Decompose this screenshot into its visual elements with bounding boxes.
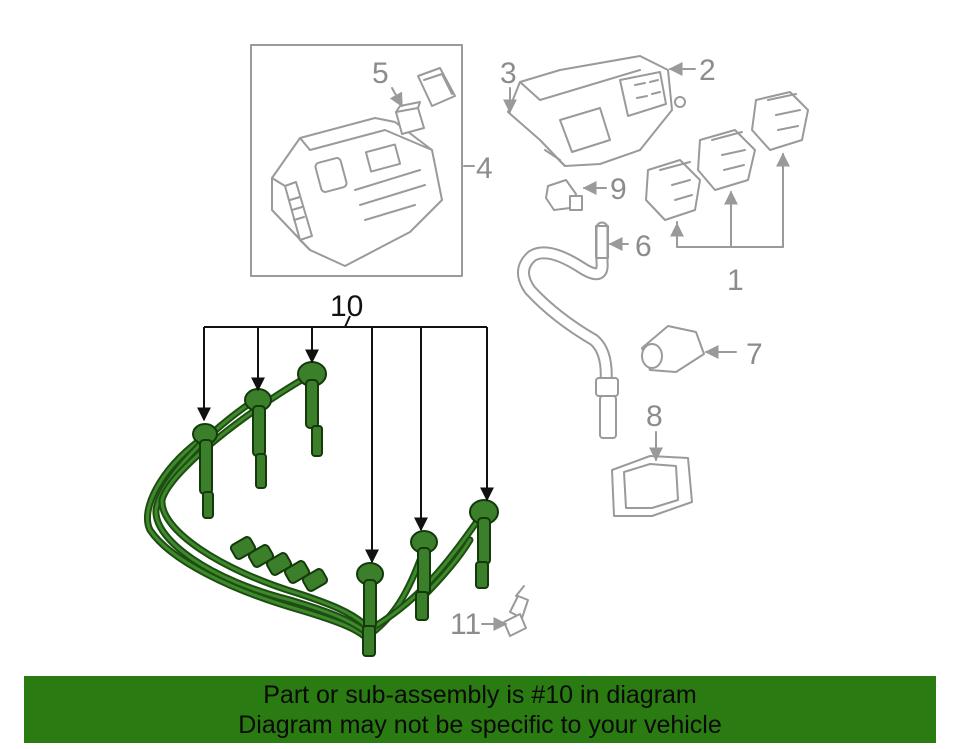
part-5-cover (417, 67, 456, 107)
callout-10: 10 (330, 290, 363, 323)
part-11-spark-plug (503, 585, 529, 637)
ignition-coil-1 (645, 159, 701, 221)
callout-4: 4 (476, 152, 493, 185)
spark-plug-wire-set (143, 361, 499, 657)
ignition-module (507, 55, 686, 167)
callout-1: 1 (727, 264, 744, 297)
plug-boot-6 (469, 499, 499, 589)
plug-boot-1 (192, 423, 218, 519)
callout-8: 8 (646, 400, 663, 433)
callout-9: 9 (610, 173, 627, 206)
part-5-connector (395, 101, 425, 135)
plug-boot-5 (410, 530, 438, 621)
notice-line-1: Part or sub-assembly is #10 in diagram (263, 680, 697, 709)
callout-5: 5 (372, 57, 389, 90)
callout-2: 2 (699, 54, 716, 87)
plug-boot-4 (356, 562, 384, 657)
ignition-coil-2 (697, 129, 756, 191)
control-module (271, 117, 443, 267)
plug-boot-3 (297, 361, 327, 457)
callout-10-leaders (197, 315, 494, 564)
coil-connector-group (229, 536, 329, 592)
part-6-sensor-harness (517, 221, 619, 439)
notice-banner: Part or sub-assembly is #10 in diagram D… (24, 676, 936, 743)
plug-boot-2 (244, 388, 272, 489)
control-module-group (250, 44, 475, 277)
part-9-sensor (545, 179, 583, 211)
callout-7: 7 (746, 338, 763, 371)
control-module-frame (250, 44, 463, 277)
callout-6: 6 (635, 230, 652, 263)
part-7-sensor (641, 325, 705, 373)
callout-3: 3 (500, 57, 517, 90)
notice-line-2: Diagram may not be specific to your vehi… (238, 710, 722, 739)
part-8-bracket (611, 455, 693, 517)
callout-11: 11 (450, 608, 481, 641)
ignition-coil-3 (751, 91, 809, 151)
